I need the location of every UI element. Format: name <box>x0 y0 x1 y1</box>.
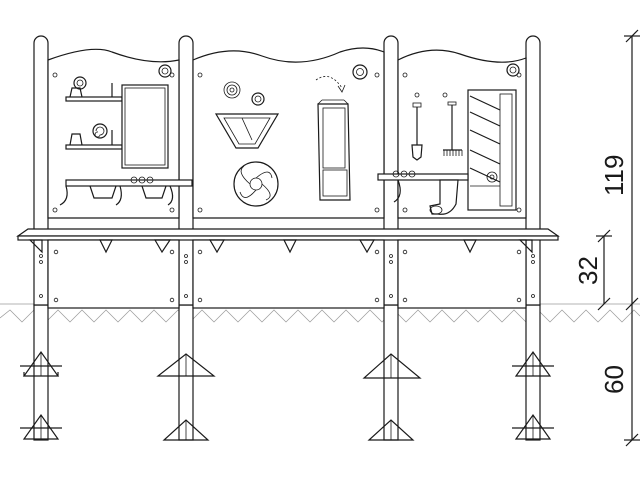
foundation-depth-label: 60 <box>599 365 629 394</box>
shovel-icon <box>411 102 423 161</box>
deck-skirt-left <box>47 239 180 309</box>
panel-center <box>192 47 385 219</box>
deck-platform <box>16 228 560 309</box>
deck-height-label: 32 <box>573 256 603 285</box>
center-panel-equipment <box>214 64 368 207</box>
foundation-brackets <box>20 350 554 441</box>
chute-icon <box>317 99 351 201</box>
foundation-posts <box>33 304 541 441</box>
funnel-icon <box>214 113 280 149</box>
right-panel-equipment <box>377 63 520 215</box>
deck-skirt-center <box>192 239 385 309</box>
play-counter <box>65 179 193 187</box>
rake-icon <box>443 101 463 156</box>
left-panel-equipment <box>59 64 193 206</box>
spiral-icon <box>223 81 241 99</box>
deck-skirt-right <box>397 239 527 309</box>
total-height-label: 119 <box>599 155 629 196</box>
dimension-labels: 119 32 60 <box>573 155 629 394</box>
spiral-icon <box>92 123 108 139</box>
dotted-arrow-icon <box>315 76 346 93</box>
chalk-board <box>121 84 169 169</box>
water-wheel-icon <box>233 161 279 207</box>
ladder-ramp-icon <box>467 89 517 211</box>
dimension-lines <box>596 29 640 447</box>
